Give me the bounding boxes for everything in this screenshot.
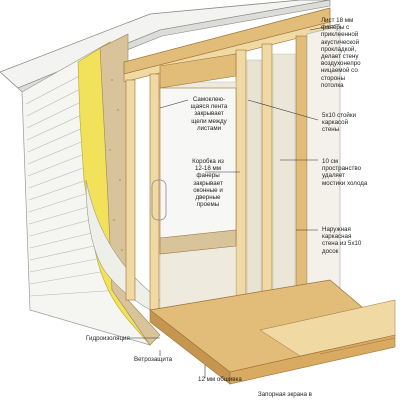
leader-lines — [130, 23, 341, 378]
label-self-adhesive-tape: Самоклею- щаяся лента закрывает щели меж… — [190, 96, 228, 132]
window-box — [151, 53, 237, 255]
label-plywood-sheet: Лист 18 мм фанеры с приклеенной акустиче… — [321, 17, 361, 89]
label-plywood-box: Коробка из 12-18 мм фанеры закрывает око… — [192, 158, 224, 209]
label-studs: 5х10 стойки каркасой стены — [322, 112, 357, 134]
label-waterproofing: Гидроизоляция — [86, 335, 130, 342]
label-outer-frame: Наружная каркасная стена из 5х10 досок — [322, 226, 362, 255]
label-air-gap: 10 см пространство удаляет мостики холод… — [322, 158, 368, 187]
floor-plates — [149, 279, 396, 385]
label-wind-barrier: Ветрозащита — [134, 356, 173, 363]
label-sheathing: 12 мм обшивка — [198, 376, 242, 383]
label-bottom-note: Запорная экрана в — [258, 391, 312, 398]
